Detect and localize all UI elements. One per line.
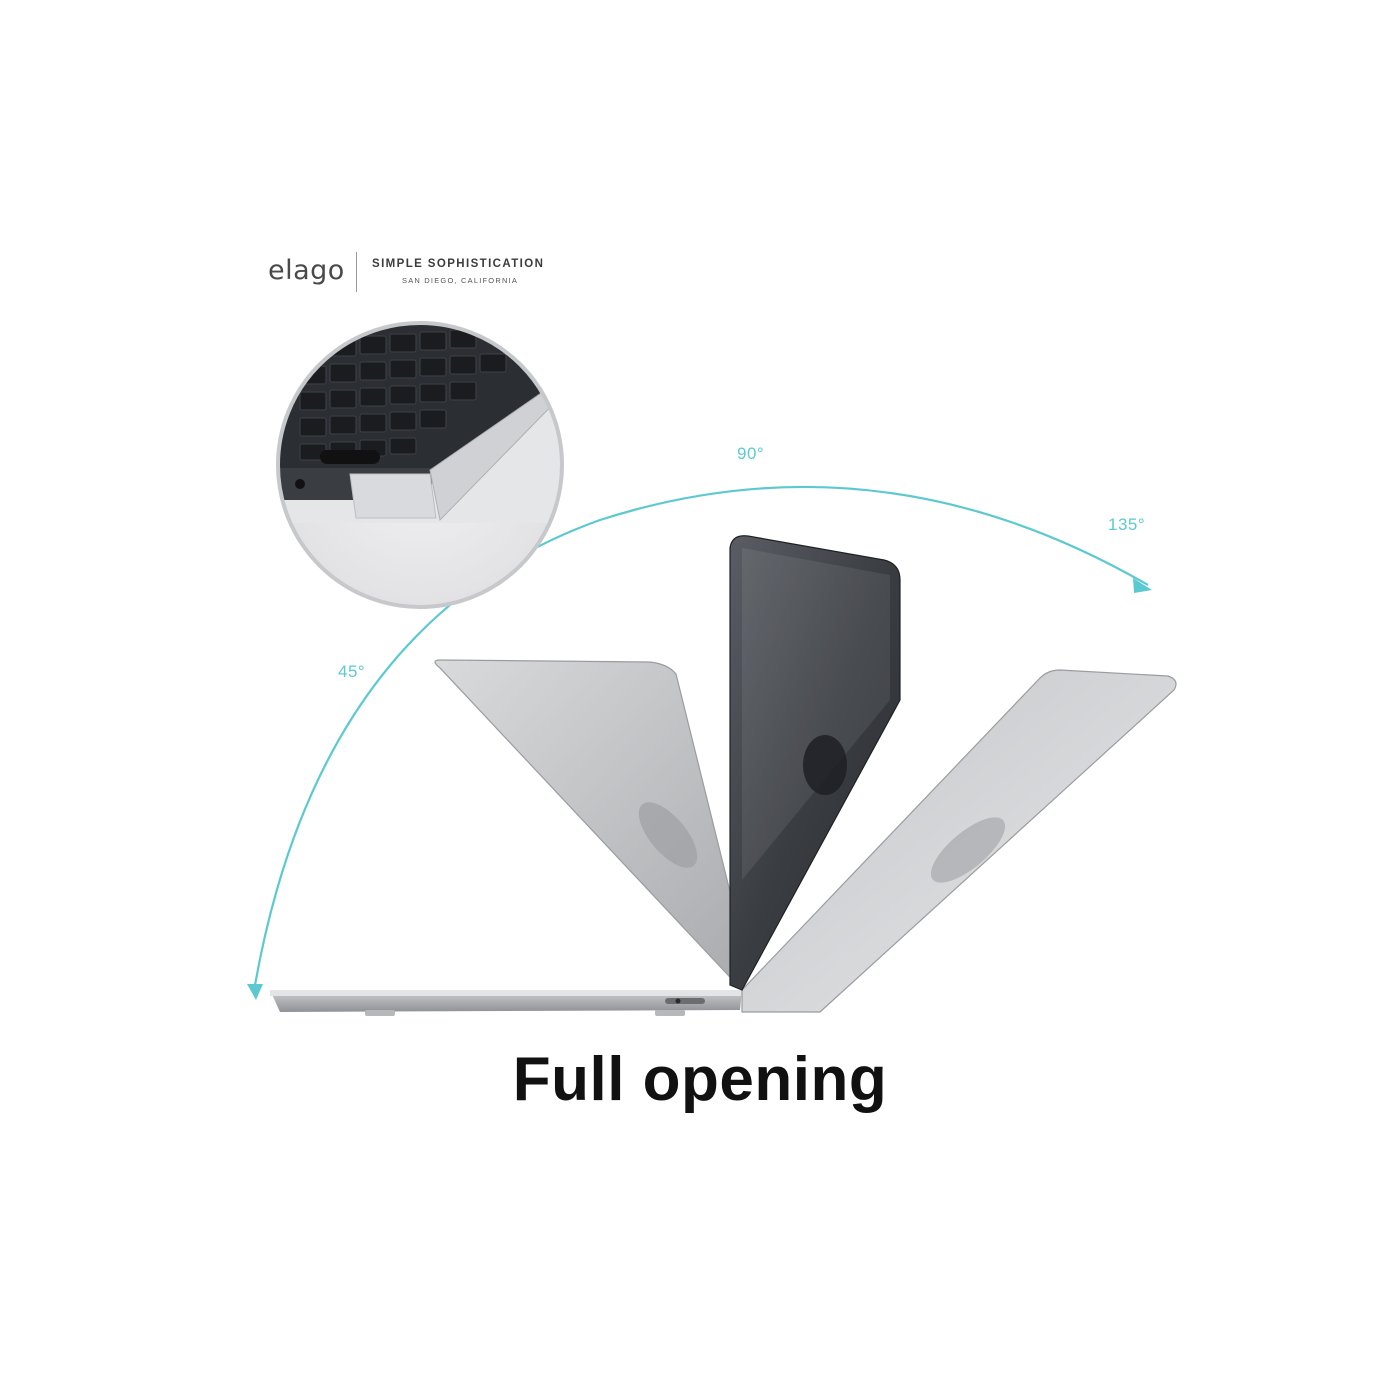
angle-label-90: 90° [737, 444, 765, 463]
laptop-base [270, 990, 742, 1016]
angle-label-135: 135° [1108, 515, 1146, 534]
arrow-right-icon [1133, 578, 1152, 593]
apple-logo-icon [803, 735, 847, 795]
brand-logo: elago [268, 255, 345, 286]
brand-location: SAN DIEGO, CALIFORNIA [402, 276, 519, 285]
angle-arc [247, 485, 1152, 1000]
lid-90 [729, 535, 901, 991]
angle-label-45: 45° [338, 662, 366, 681]
detail-zoom-circle [276, 321, 564, 609]
lid-45 [434, 659, 743, 992]
brand-divider [356, 252, 357, 292]
arrow-down-icon [247, 984, 263, 1000]
apple-logo-icon [930, 817, 1006, 883]
brand-tagline: SIMPLE SOPHISTICATION [372, 258, 545, 270]
lid-135 [741, 669, 1177, 1013]
headline: Full opening [512, 1045, 888, 1114]
apple-logo-icon [638, 802, 698, 868]
